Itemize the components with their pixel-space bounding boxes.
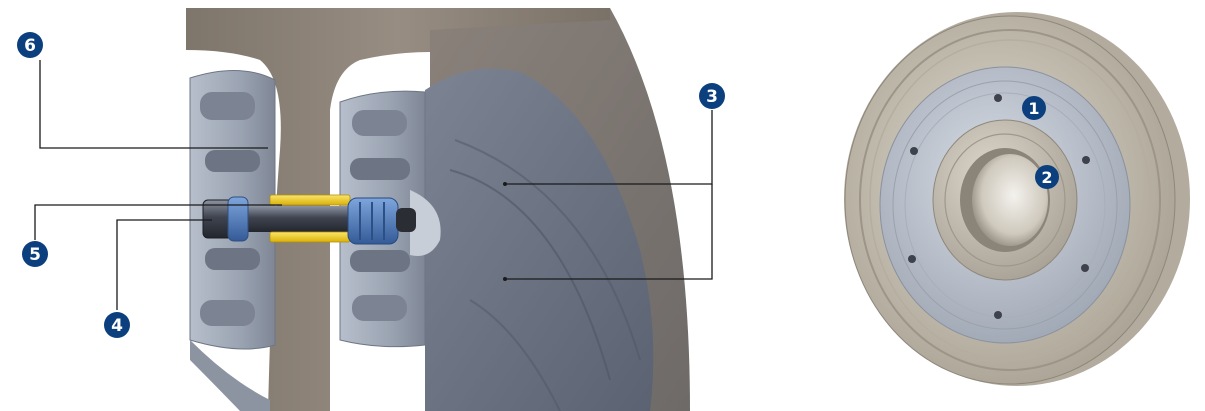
callout-6: 6: [17, 32, 43, 58]
callout-2: 2: [1035, 165, 1059, 189]
callout-3-label: 3: [706, 87, 718, 107]
leader-lines: [34, 60, 713, 310]
callout-4: 4: [104, 312, 130, 338]
wheel-3d-view: [844, 12, 1190, 386]
callout-5: 5: [22, 241, 48, 267]
callout-4-label: 4: [111, 316, 123, 336]
leader-dot: [503, 182, 507, 186]
rail-head: [186, 8, 610, 411]
disc-groove: [454, 139, 641, 361]
callout-3: 3: [699, 83, 725, 109]
cross-section-view: [34, 8, 713, 411]
disc-groove: [449, 169, 611, 381]
bolt-holes: [908, 94, 1090, 319]
leader-dot: [503, 277, 507, 281]
callout-2-label: 2: [1041, 168, 1052, 187]
yellow-sleeve-bottom: [269, 231, 351, 243]
right-flange: [339, 90, 441, 348]
leader-5: [34, 204, 282, 240]
brake-disc: [425, 68, 654, 411]
callout-1-label: 1: [1028, 99, 1039, 118]
callout-6-label: 6: [24, 36, 36, 56]
callout-1: 1: [1022, 96, 1046, 120]
leader-3b: [505, 184, 713, 280]
bolt-assembly: [202, 194, 416, 245]
blue-nut: [347, 197, 399, 245]
leader-6: [39, 60, 268, 149]
disc-groove: [469, 299, 561, 411]
yellow-sleeve-top: [269, 194, 351, 206]
callout-5-label: 5: [29, 245, 41, 265]
left-flange: [189, 70, 276, 411]
leader-4: [116, 219, 212, 310]
